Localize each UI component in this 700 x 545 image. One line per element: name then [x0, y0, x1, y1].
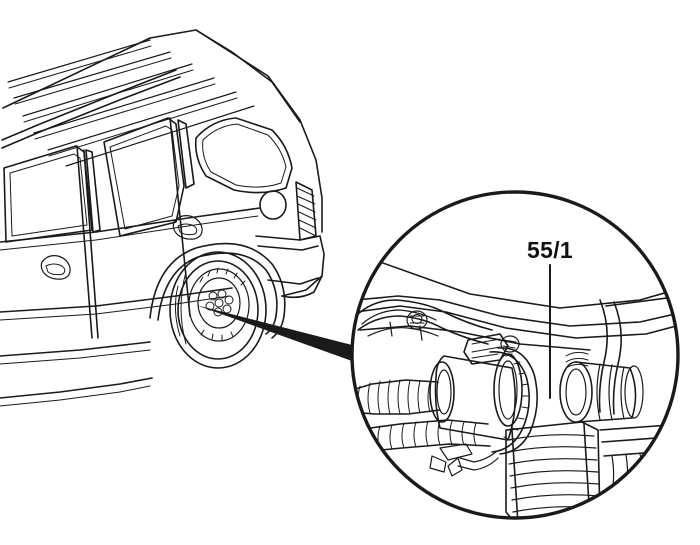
magnified-detail-view: [350, 190, 680, 520]
vehicle-outline: [0, 29, 325, 407]
front-door-window: [3, 145, 93, 243]
door-handle-rear: [172, 215, 203, 240]
rocker-panel: [0, 377, 153, 407]
boot-bracket: [429, 443, 473, 473]
rear-bumper: [255, 235, 325, 299]
wheel-hub-cluster: [205, 289, 234, 317]
detail-pointer-wedge: [196, 305, 352, 361]
callout-label-text: 55/1: [527, 237, 573, 263]
subframe-rail: [352, 251, 678, 351]
hatch-window: [194, 117, 293, 194]
rear-wheel: [169, 251, 267, 369]
vehicle-body-shell: [1, 29, 323, 233]
fuel-filler-cap: [259, 190, 287, 220]
component-callout-55-1: 55/1: [527, 237, 573, 399]
detail-circle-outline: [350, 190, 680, 520]
wheel-spoke-ticks: [199, 267, 246, 341]
coil-spring: [352, 379, 441, 415]
door-handle-front: [40, 255, 71, 280]
detail-circle-fill: [352, 192, 678, 518]
mounting-bolt: [406, 310, 428, 330]
body-side-molding: [0, 207, 261, 365]
right-boot-assembly: [559, 351, 644, 423]
